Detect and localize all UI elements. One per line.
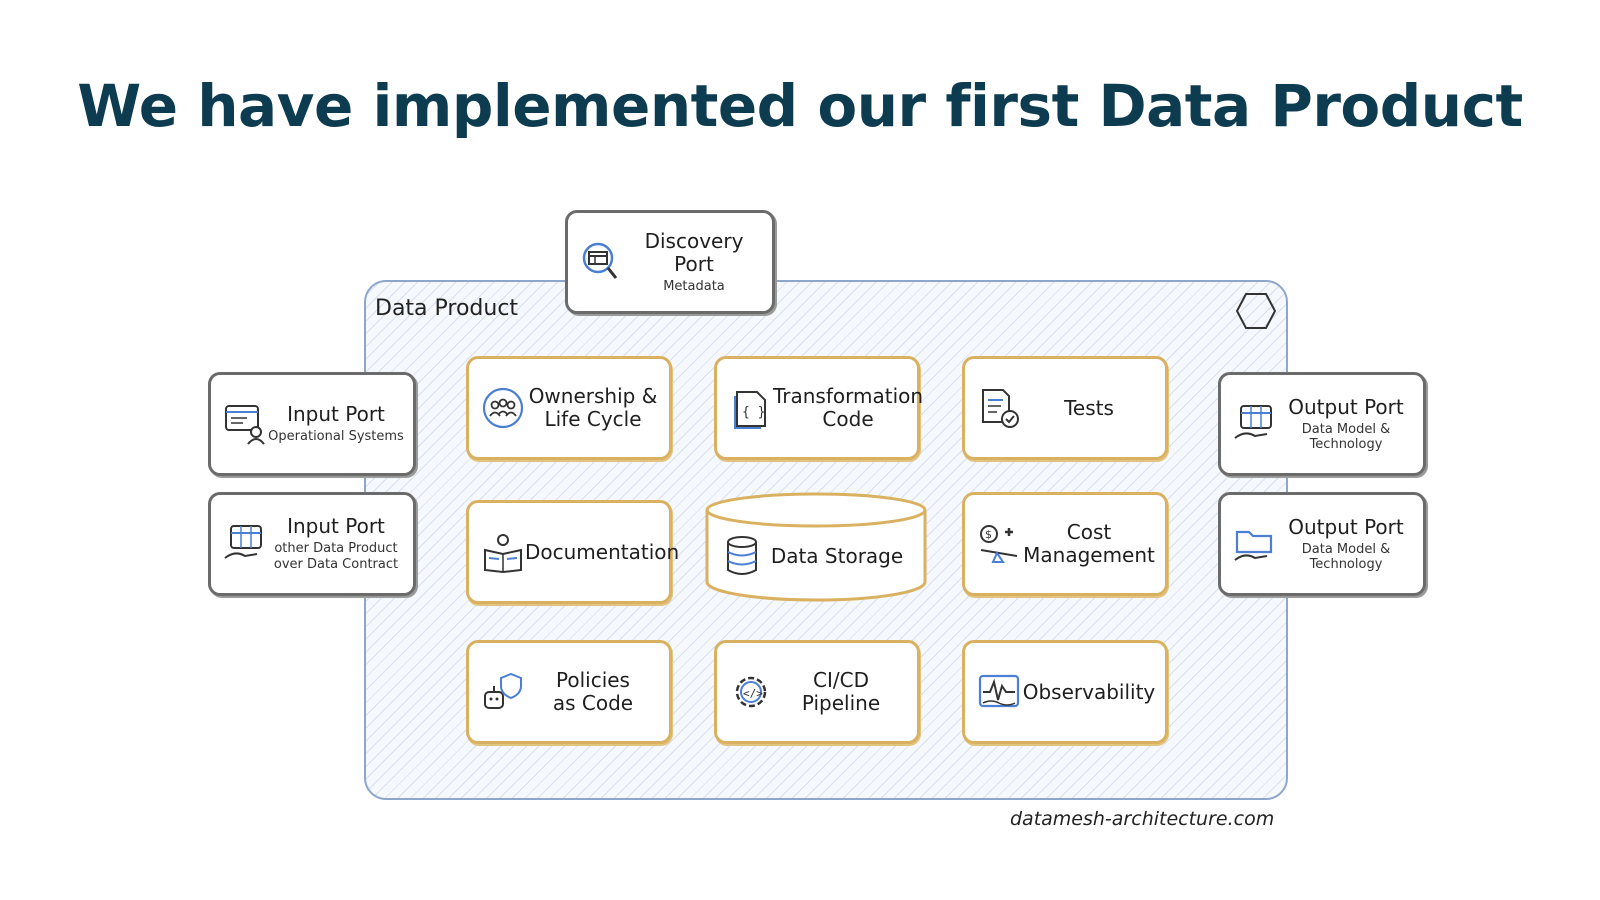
cicd-label: CI/CD Pipeline: [801, 668, 881, 715]
data-storage-box: Data Storage: [718, 528, 918, 584]
source-credit: datamesh-architecture.com: [1010, 808, 1275, 830]
page-title: We have implemented our first Data Produ…: [77, 72, 1523, 140]
policies-as-code-box: Policies as Code: [466, 640, 672, 744]
team-icon: [482, 387, 524, 429]
metadata-search-icon: [582, 242, 618, 279]
output-port-2-title: Output Port: [1288, 514, 1404, 539]
cost-line2: Management: [1023, 543, 1155, 567]
folder-icon: [1234, 530, 1273, 561]
ownership-lifecycle-box: Ownership & Life Cycle: [466, 356, 672, 460]
policies-line1: Policies: [556, 668, 630, 692]
input-port-data-product: Input Port other Data Product over Data …: [208, 492, 416, 596]
robot-shield-icon: [484, 672, 522, 709]
code-file-icon: { }: [734, 391, 766, 429]
documentation-box: Documentation: [466, 500, 679, 604]
data-product-label: Data Product: [375, 296, 519, 321]
input-port-1-subtitle: Operational Systems: [268, 429, 404, 445]
observability-label: Observability: [1022, 679, 1156, 704]
discovery-port-title: Discovery Port: [644, 228, 744, 276]
data-storage-label: Data Storage: [770, 543, 904, 568]
ownership-line1: Ownership &: [528, 384, 658, 408]
cicd-pipeline-box: </> CI/CD Pipeline: [714, 640, 920, 744]
observability-box: Observability: [962, 640, 1168, 744]
discovery-port-subtitle: Metadata: [663, 278, 725, 294]
output-port-1-subtitle: Data Model & Technology: [1301, 421, 1391, 452]
monitor-chart-icon: [978, 674, 1020, 708]
transformation-line1: Transformation: [773, 384, 924, 408]
policies-line2: as Code: [552, 691, 634, 715]
operational-system-icon: [225, 405, 265, 445]
svg-text:{ }: { }: [742, 405, 765, 420]
input-port-2-title: Input Port: [287, 514, 385, 539]
data-storage-cylinder: [705, 492, 927, 602]
input-port-2-subtitle-line2: over Data Contract: [273, 557, 399, 572]
documentation-label: Documentation: [525, 539, 680, 564]
transformation-code-box: { } Transformation Code: [714, 356, 924, 460]
output-port-2-subtitle: Data Model & Technology: [1301, 541, 1391, 572]
tests-box: Tests: [962, 356, 1168, 460]
ownership-line2: Life Cycle: [544, 407, 642, 431]
cost-balance-icon: $: [980, 525, 1018, 563]
transformation-line2: Code: [822, 407, 874, 431]
input-port-operational: Input Port Operational Systems: [208, 372, 416, 476]
gear-code-icon: </>: [735, 676, 767, 708]
output-port-1-title: Output Port: [1288, 394, 1404, 419]
cost-management-box: $ Cost Management: [962, 492, 1168, 596]
hexagon-icon: [1235, 293, 1277, 329]
test-checklist-icon: [982, 389, 1019, 428]
database-icon: [727, 536, 757, 575]
input-port-2-subtitle-line1: other Data Product: [274, 541, 398, 557]
cost-line1: Cost: [1066, 520, 1112, 544]
data-contract-icon: [224, 525, 262, 559]
documentation-reader-icon: [484, 534, 522, 574]
output-port-1: Output Port Data Model & Technology: [1218, 372, 1426, 476]
tests-label: Tests: [1064, 395, 1114, 420]
output-port-2: Output Port Data Model & Technology: [1218, 492, 1426, 596]
input-port-1-title: Input Port: [287, 402, 385, 427]
svg-text:</>: </>: [743, 687, 763, 700]
output-table-icon: [1234, 405, 1272, 439]
discovery-port: Discovery Port Metadata: [565, 210, 775, 314]
svg-text:$: $: [985, 528, 992, 541]
